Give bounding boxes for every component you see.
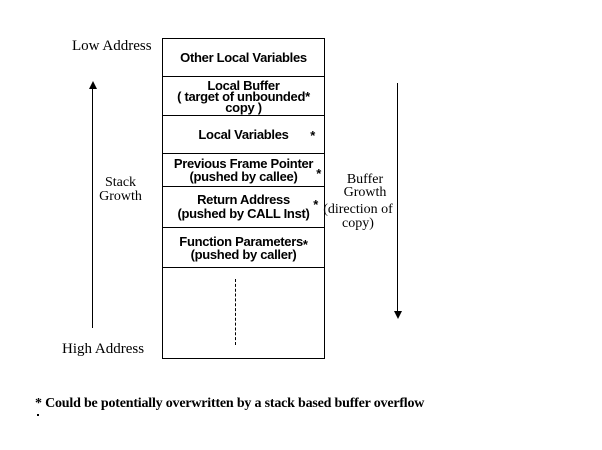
stack-growth-arrow-line: [92, 88, 93, 328]
stack-growth-label: Stack Growth: [93, 176, 148, 204]
footnote: * Could be potentially overwritten by a …: [35, 396, 425, 411]
frame-label: Previous Frame Pointer: [173, 156, 314, 171]
frame-label: ( target of unbounded*: [177, 88, 310, 104]
frame-label: (pushed by callee): [189, 169, 298, 184]
overwrite-asterisk: *: [310, 128, 315, 143]
frame-label: Local Buffer: [207, 77, 280, 93]
copy-direction-line1: (direction of: [323, 202, 393, 217]
low-address-label: Low Address: [72, 38, 152, 54]
frame-label: Local Variables: [198, 127, 289, 142]
frame-label: Other Local Variables: [180, 50, 307, 65]
buffer-growth-line2: Growth: [343, 185, 387, 200]
frame-label: (pushed by caller): [190, 246, 297, 262]
buffer-growth-line1: Buffer: [346, 172, 384, 187]
overwrite-asterisk: *: [313, 197, 318, 212]
stack-growth-line2: Growth: [99, 189, 142, 204]
stack-frame-continuation: [163, 268, 324, 358]
copy-direction-label: (direction of copy): [314, 203, 402, 231]
overwrite-asterisk: *: [316, 166, 321, 181]
stack-growth-line1: Stack: [104, 175, 137, 190]
frame-label: (pushed by CALL Inst): [177, 206, 310, 221]
stack-growth-arrowhead-icon: [89, 81, 97, 89]
stack-frame-other-local-variables: Other Local Variables: [163, 39, 324, 77]
stack-frame-box: Other Local Variables Local Buffer ( tar…: [162, 38, 325, 359]
frame-label: Return Address: [197, 192, 290, 207]
copy-direction-line2: copy): [342, 216, 374, 231]
buffer-growth-label: Buffer Growth: [328, 172, 402, 200]
stack-frame-local-variables: Local Variables *: [163, 116, 324, 154]
frame-label: Function Parameters*: [163, 233, 324, 251]
overwrite-asterisk: *: [302, 236, 308, 252]
buffer-growth-arrowhead-icon: [394, 311, 402, 319]
frame-label: copy ): [225, 99, 262, 115]
stray-dot: [37, 414, 39, 416]
ellipsis-dotted-line-icon: [235, 279, 236, 345]
high-address-label: High Address: [62, 341, 145, 357]
buffer-growth-arrow-line: [397, 83, 398, 313]
frame-label-text: Function Parameters: [179, 233, 303, 249]
stack-frame-previous-frame-pointer: Previous Frame Pointer (pushed by callee…: [163, 154, 324, 187]
stack-frame-function-parameters: Function Parameters* (pushed by caller): [163, 228, 324, 268]
stack-frame-local-buffer: Local Buffer ( target of unbounded* copy…: [163, 77, 324, 116]
stack-frame-return-address: Return Address (pushed by CALL Inst) *: [163, 187, 324, 228]
